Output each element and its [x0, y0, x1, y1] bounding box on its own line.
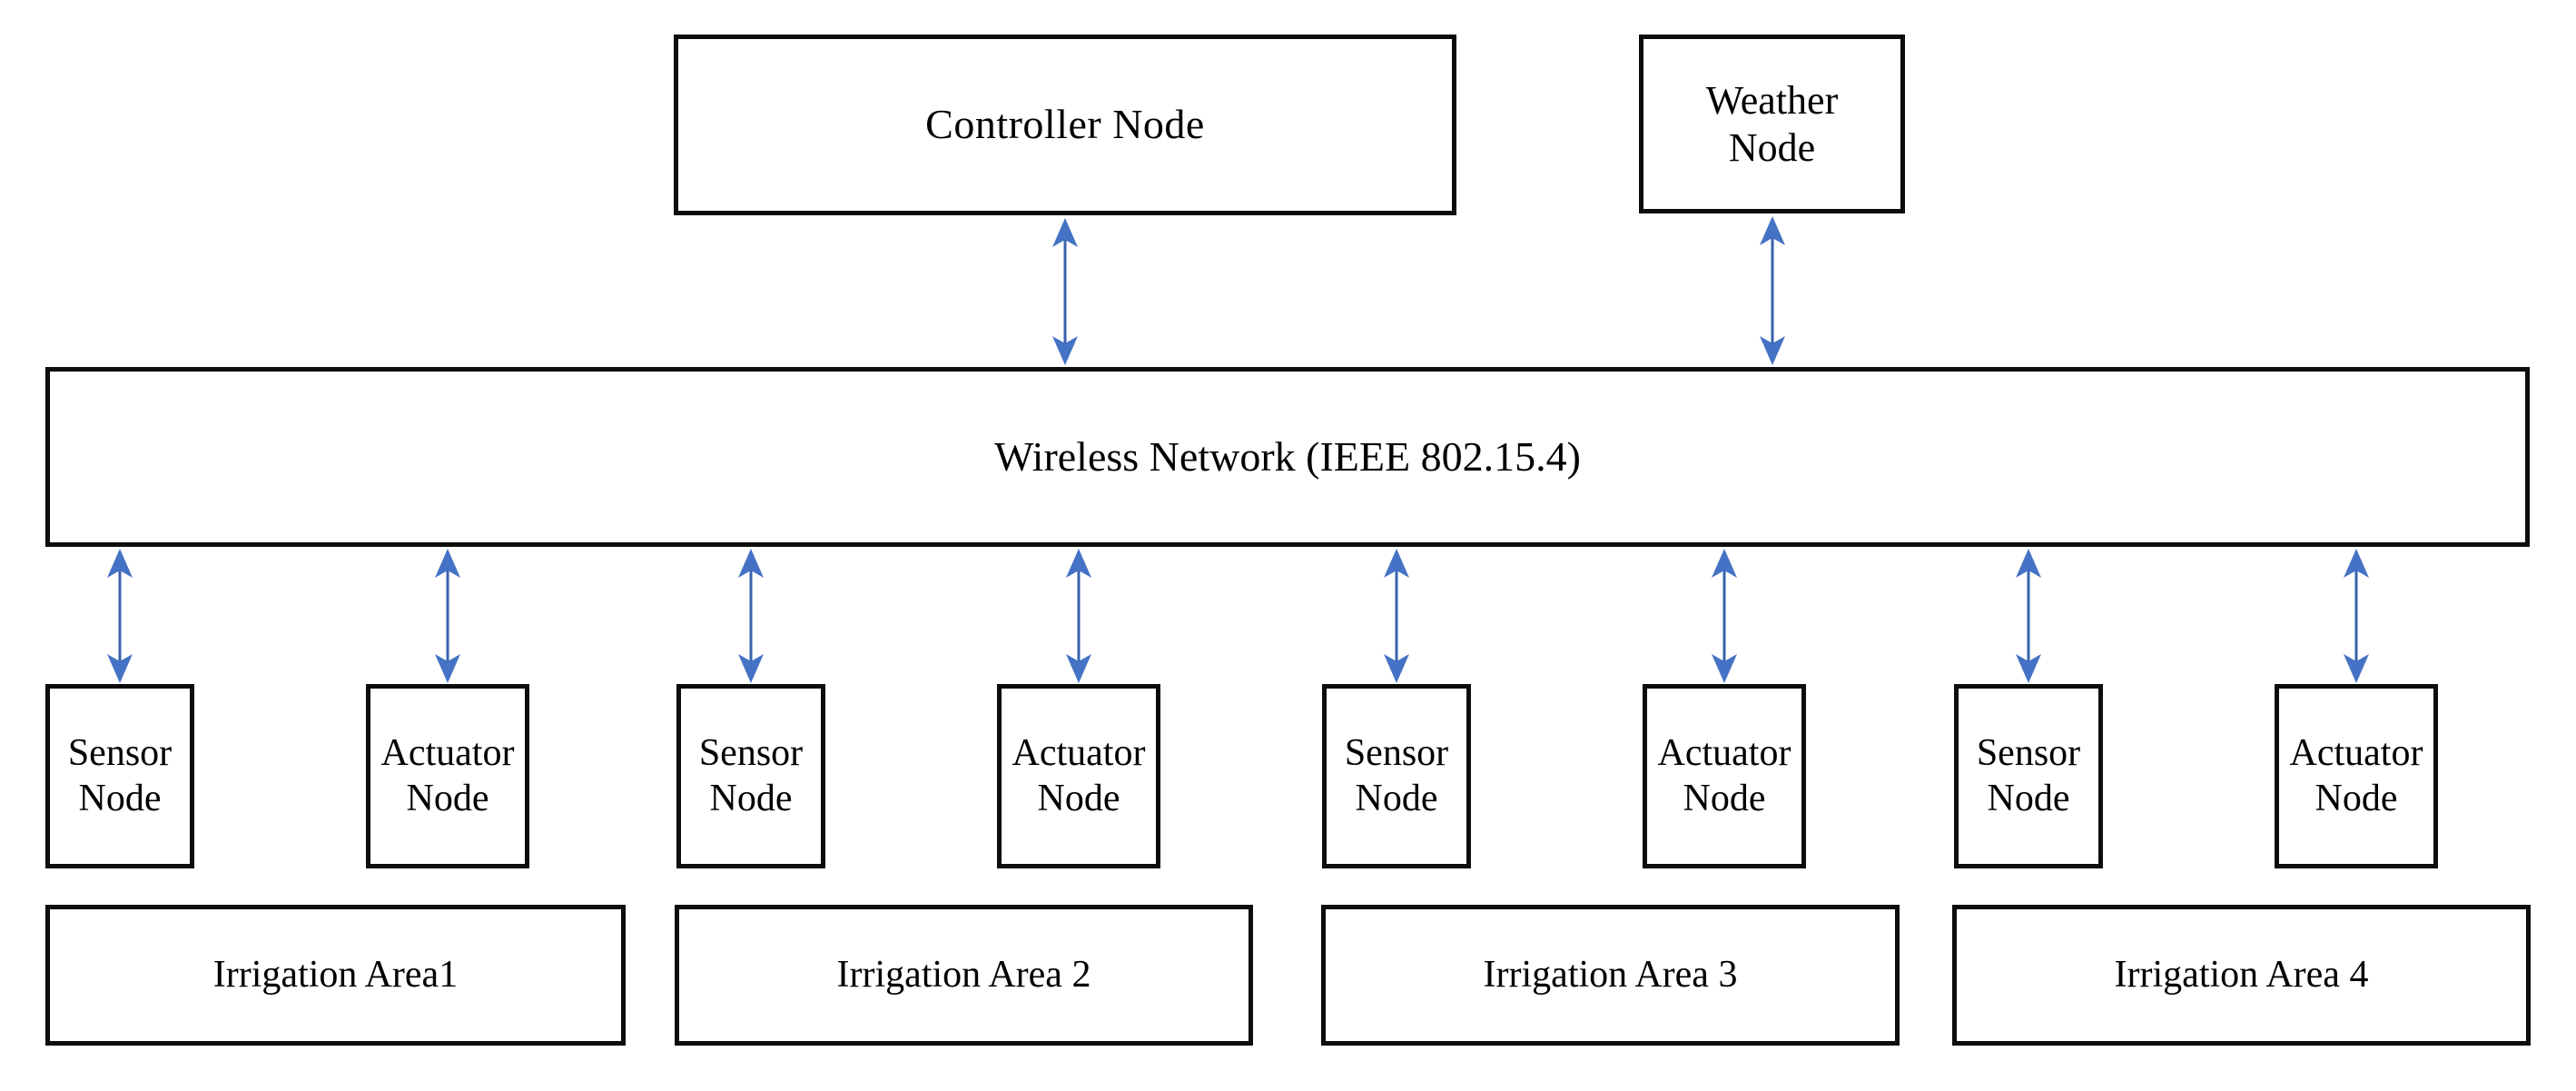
irrigation-area-2-box: Irrigation Area 2: [675, 905, 1253, 1046]
arrow-network-to-sensor-node-3-icon: [1377, 549, 1416, 683]
controller-node-box: Controller Node: [674, 35, 1456, 215]
sensor-node-2-box: Sensor Node: [676, 684, 825, 868]
actuator-node-2-box: Actuator Node: [997, 684, 1160, 868]
arrow-network-to-sensor-node-4-icon: [2008, 549, 2048, 683]
actuator-node-3-box: Actuator Node: [1643, 684, 1806, 868]
irrigation-area-1-box: Irrigation Area1: [45, 905, 626, 1046]
actuator-node-1-box: Actuator Node: [366, 684, 529, 868]
actuator-node-4-box: Actuator Node: [2275, 684, 2438, 868]
sensor-node-1-box: Sensor Node: [45, 684, 194, 868]
arrow-weather-to-network-icon: [1752, 216, 1792, 365]
arrow-network-to-sensor-node-1-icon: [100, 549, 140, 683]
weather-node-box: Weather Node: [1639, 35, 1905, 213]
arrow-network-to-sensor-node-2-icon: [731, 549, 771, 683]
sensor-node-4-box: Sensor Node: [1954, 684, 2103, 868]
arrow-network-to-actuator-node-3-icon: [1704, 549, 1744, 683]
arrow-network-to-actuator-node-4-icon: [2336, 549, 2376, 683]
wireless-network-bar: Wireless Network (IEEE 802.15.4): [45, 367, 2530, 547]
arrow-network-to-actuator-node-1-icon: [428, 549, 468, 683]
sensor-node-3-box: Sensor Node: [1322, 684, 1471, 868]
irrigation-area-3-box: Irrigation Area 3: [1321, 905, 1900, 1046]
irrigation-area-4-box: Irrigation Area 4: [1952, 905, 2531, 1046]
arrow-controller-to-network-icon: [1045, 218, 1085, 365]
arrow-network-to-actuator-node-2-icon: [1059, 549, 1099, 683]
